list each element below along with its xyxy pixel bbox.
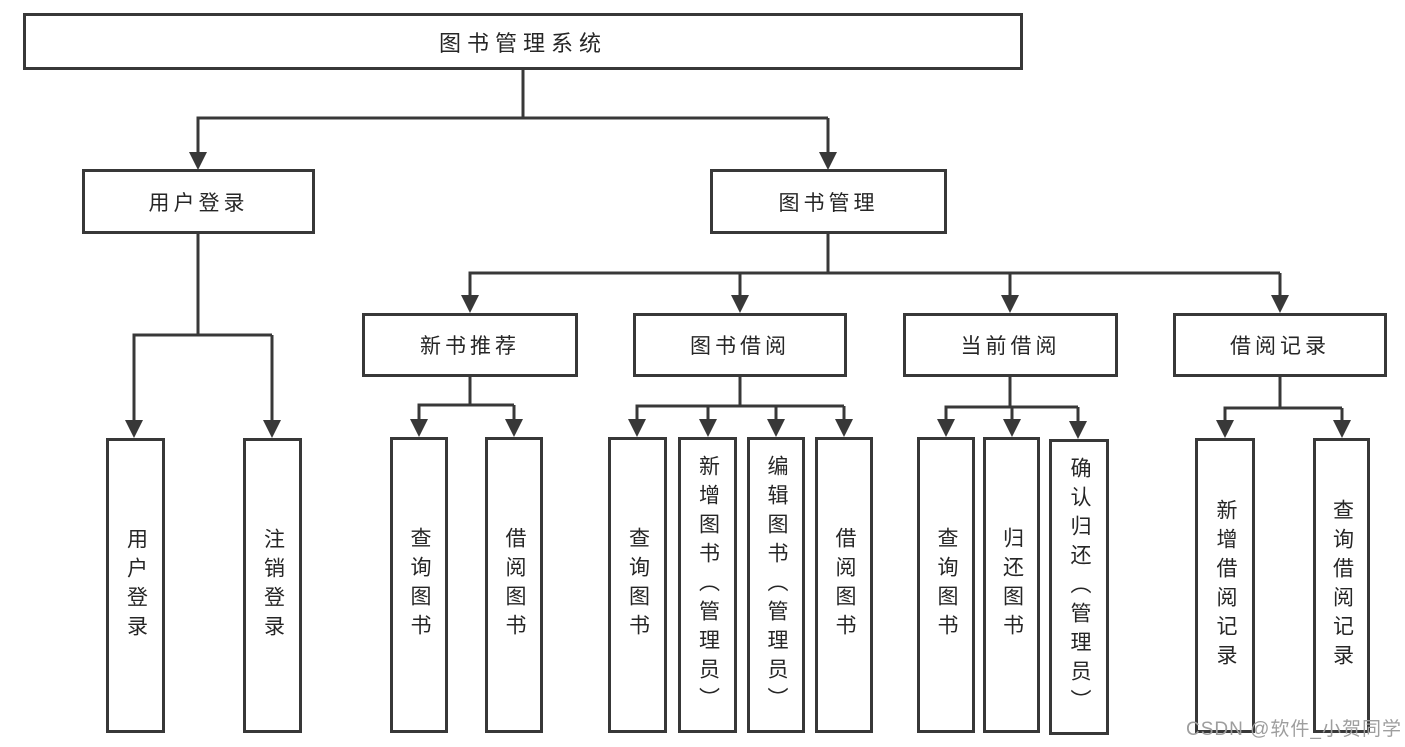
node-label: 注销登录 [261, 527, 285, 644]
leaf-borrow-books-recommend: 借阅图书 [485, 437, 543, 733]
node-label: 借阅图书 [503, 527, 527, 643]
node-label: 查询借阅记录 [1330, 498, 1354, 673]
leaf-edit-book-admin: 编辑图书（管理员） [747, 437, 805, 733]
node-label: 当前借阅 [960, 335, 1061, 358]
node-book-management: 图书管理 [710, 169, 947, 234]
leaf-query-books-recommend: 查询图书 [390, 437, 448, 733]
node-borrow-records: 借阅记录 [1173, 313, 1387, 377]
node-label: 查询图书 [626, 527, 650, 643]
node-label: 用户登录 [124, 527, 148, 644]
node-label: 图书借阅 [690, 335, 790, 358]
node-label: 归还图书 [1000, 527, 1024, 643]
node-label: 图书管理系统 [438, 30, 607, 56]
leaf-borrow-books-borrowing: 借阅图书 [815, 437, 873, 733]
node-label: 图书管理 [778, 191, 879, 215]
node-label: 借阅记录 [1230, 335, 1330, 358]
csdn-watermark: CSDN @软件_小贺同学 [1186, 719, 1402, 740]
node-user-login: 用户登录 [82, 169, 315, 234]
leaf-add-book-admin: 新增图书（管理员） [678, 437, 737, 733]
node-label: 查询图书 [935, 527, 959, 643]
node-label: 新书推荐 [420, 335, 520, 358]
leaf-query-books-current: 查询图书 [917, 437, 975, 733]
leaf-confirm-return-admin: 确认归还（管理员） [1049, 439, 1109, 735]
leaf-query-books-borrowing: 查询图书 [608, 437, 667, 733]
leaf-user-login: 用户登录 [106, 438, 165, 733]
node-label: 查询图书 [408, 527, 432, 643]
leaf-query-borrow-record: 查询借阅记录 [1313, 438, 1370, 733]
leaf-return-books: 归还图书 [983, 437, 1040, 733]
node-current-borrowing: 当前借阅 [903, 313, 1118, 377]
leaf-logout: 注销登录 [243, 438, 302, 733]
connector-lines [132, 70, 1344, 423]
arrowheads [125, 152, 1351, 439]
node-label: 用户登录 [148, 191, 249, 215]
node-label: 确认归还（管理员） [1068, 456, 1092, 718]
leaf-add-borrow-record: 新增借阅记录 [1195, 438, 1255, 733]
node-new-book-recommend: 新书推荐 [362, 313, 578, 377]
node-label: 新增图书（管理员） [696, 454, 720, 716]
node-label: 借阅图书 [833, 527, 857, 643]
node-label: 编辑图书（管理员） [765, 454, 789, 716]
node-label: 新增借阅记录 [1214, 498, 1238, 673]
node-library-management-system: 图书管理系统 [23, 13, 1023, 70]
node-book-borrowing: 图书借阅 [633, 313, 847, 377]
